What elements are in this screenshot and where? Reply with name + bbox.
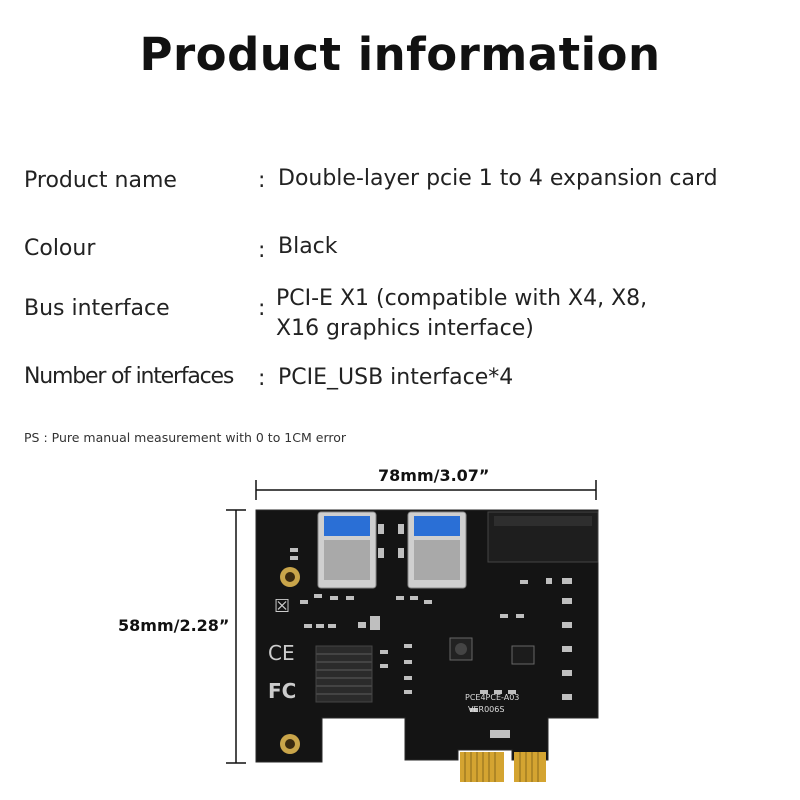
spec-value: Double-layer pcie 1 to 4 expansion card bbox=[278, 166, 718, 191]
smd-components bbox=[290, 524, 572, 738]
spec-label: Bus interface bbox=[24, 296, 170, 321]
spec-colon: : bbox=[258, 238, 266, 263]
height-dimension-label: 58mm/2.28” bbox=[118, 616, 230, 635]
usb-port-icon bbox=[407, 511, 467, 589]
width-dimension-arrow bbox=[255, 480, 597, 500]
spec-value: PCIE_USB interface*4 bbox=[278, 365, 514, 390]
height-dimension-arrow bbox=[226, 509, 246, 764]
board-version-text: VER006S bbox=[468, 705, 504, 714]
measurement-note: PS : Pure manual measurement with 0 to 1… bbox=[24, 430, 347, 445]
spec-value-line: X16 graphics interface) bbox=[276, 316, 534, 341]
board-model-text: PCE4PCE-A03 bbox=[465, 693, 519, 702]
gold-fingers bbox=[460, 752, 546, 782]
spec-value: Black bbox=[278, 234, 338, 259]
spec-value: PCI-E X1 (compatible with X4, X8, X16 gr… bbox=[276, 284, 647, 344]
spec-colon: : bbox=[258, 366, 266, 391]
usb-port-icon bbox=[317, 511, 377, 589]
spec-colon: : bbox=[258, 296, 266, 321]
weee-bin-icon: ☒ bbox=[274, 596, 290, 617]
fc-mark-icon: FC bbox=[268, 679, 296, 703]
mounting-hole-icon bbox=[280, 734, 300, 754]
spec-label: Number of interfaces bbox=[24, 364, 234, 389]
spec-colon: : bbox=[258, 168, 266, 193]
spec-label: Colour bbox=[24, 236, 96, 261]
page-title: Product information bbox=[139, 28, 661, 81]
mounting-hole-icon bbox=[280, 567, 300, 587]
ic-chip bbox=[511, 645, 535, 665]
width-dimension-label: 78mm/3.07” bbox=[378, 466, 490, 485]
spec-value-line: PCI-E X1 (compatible with X4, X8, bbox=[276, 286, 648, 311]
heatsink bbox=[315, 645, 373, 703]
spec-label: Product name bbox=[24, 168, 177, 193]
ce-mark-icon: CE bbox=[268, 641, 295, 665]
